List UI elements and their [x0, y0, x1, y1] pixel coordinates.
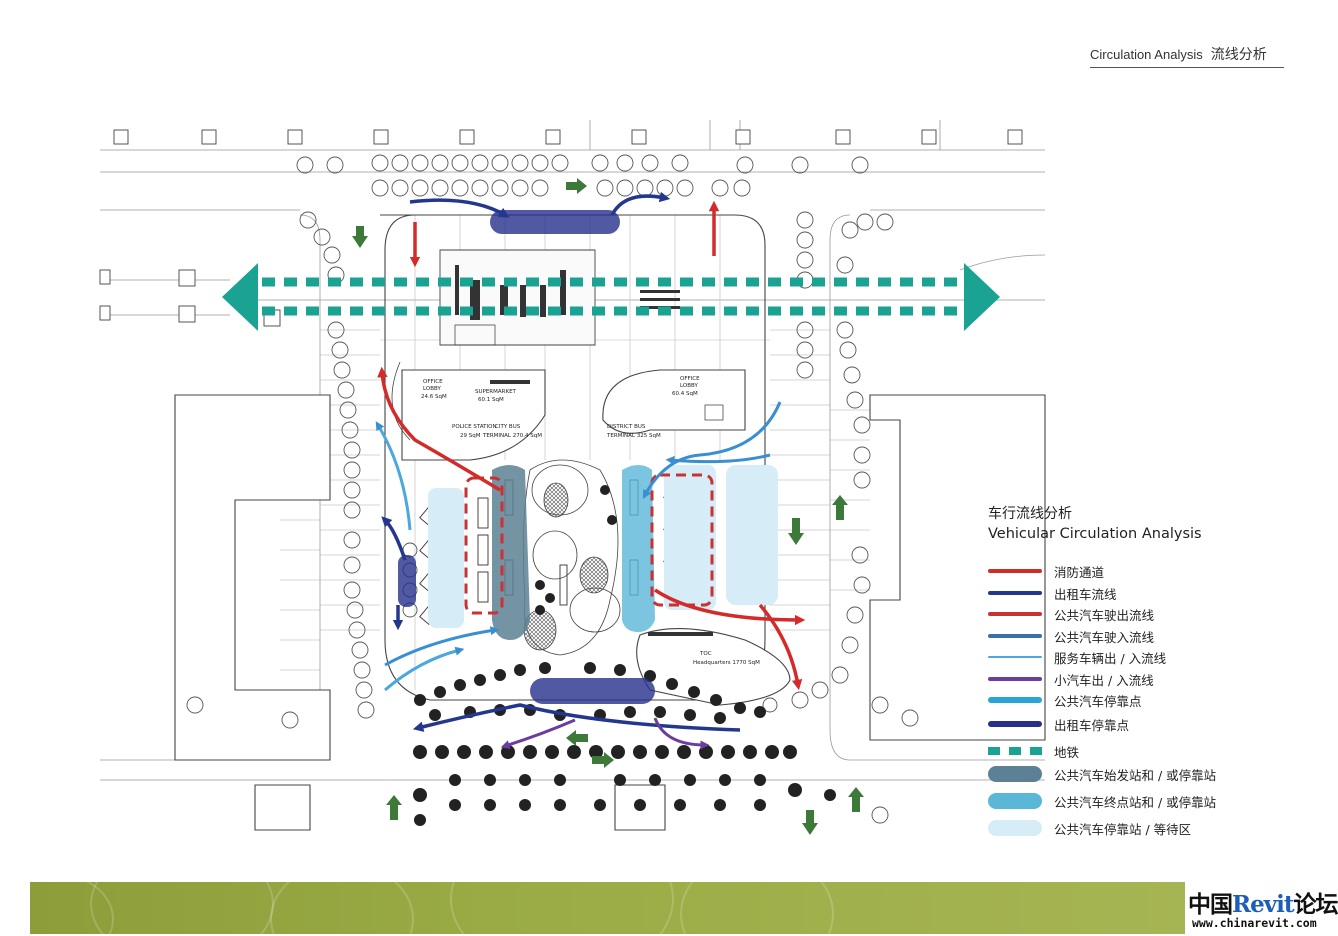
- label-area-3: 29 SqM: [460, 433, 481, 439]
- legend-label: 公共汽车始发站和 / 或停靠站: [1054, 767, 1217, 783]
- metro-line: [222, 263, 1000, 331]
- legend-item: 服务车辆出 / 入流线: [988, 647, 1166, 667]
- legend-label: 地铁: [1054, 744, 1080, 760]
- logo-zh-2: 论坛: [1293, 891, 1338, 918]
- legend-swatch-mark: [988, 820, 1042, 836]
- label-toc: TOC: [699, 651, 712, 657]
- label-police: POLICE STATION: [452, 424, 497, 430]
- legend-item: 公共汽车驶入流线: [988, 626, 1154, 646]
- logo-brand: Revit: [1232, 891, 1294, 918]
- legend-item: 公共汽车停靠点: [988, 690, 1142, 710]
- legend-label: 公共汽车驶入流线: [1054, 629, 1155, 645]
- fire-routes: [377, 200, 806, 691]
- legend-item: 公共汽车始发站和 / 或停靠站: [988, 764, 1216, 784]
- page-header: Circulation Analysis 流线分析: [1090, 44, 1284, 68]
- label-lobby-2: LOBBY: [680, 383, 698, 389]
- label-area-2: 60.1 SqM: [478, 397, 504, 403]
- legend-label: 公共汽车停靠站 / 等待区: [1054, 821, 1192, 837]
- legend-title-en: Vehicular Circulation Analysis: [988, 526, 1202, 542]
- legend-item: 消防通道: [988, 561, 1104, 581]
- legend-label: 消防通道: [1054, 564, 1105, 580]
- car-routes: [500, 717, 710, 750]
- legend-swatch: [988, 818, 1042, 838]
- red-dashed-loops: [464, 473, 714, 615]
- legend-item: 公共汽车停靠站 / 等待区: [988, 818, 1191, 838]
- service-routes: [375, 421, 465, 692]
- legend-swatch: [988, 669, 1042, 689]
- trees-outline: [186, 154, 919, 824]
- legend-swatch: [988, 714, 1042, 734]
- legend-swatch: [988, 604, 1042, 624]
- legend-swatch: [988, 583, 1042, 603]
- green-arrows: [352, 178, 864, 835]
- legend-swatch: [988, 764, 1042, 784]
- legend-label: 出租车流线: [1054, 586, 1117, 602]
- legend-item: 公共汽车终点站和 / 或停靠站: [988, 791, 1216, 811]
- legend-swatch: [988, 561, 1042, 581]
- bus-in-routes: [384, 401, 782, 667]
- legend-item: 小汽车出 / 入流线: [988, 669, 1154, 689]
- legend-label: 公共汽车终点站和 / 或停靠站: [1054, 794, 1217, 810]
- logo-url: www.chinarevit.com: [1192, 916, 1317, 930]
- label-supermarket: SUPERMARKET: [475, 389, 517, 395]
- site-plan: OFFICE LOBBY 24.6 SqM SUPERMARKET 60.1 S…: [99, 120, 1046, 835]
- legend-swatch: [988, 647, 1042, 667]
- legend-label: 小汽车出 / 入流线: [1054, 672, 1154, 688]
- label-terminal-1: TERMINAL 270.4 SqM: [482, 433, 542, 439]
- legend: 车行流线分析 Vehicular Circulation Analysis 消防…: [988, 503, 1318, 837]
- legend-label: 服务车辆出 / 入流线: [1054, 650, 1167, 666]
- header-title-en: Circulation Analysis: [1090, 47, 1203, 62]
- stop-pills: [398, 210, 655, 704]
- label-terminal-2: TERMINAL 325 SqM: [606, 433, 661, 439]
- building-labels: OFFICE LOBBY 24.6 SqM SUPERMARKET 60.1 S…: [421, 376, 760, 666]
- legend-swatch-mark: [988, 766, 1042, 782]
- lamp-posts: [99, 129, 1023, 327]
- label-office-lobby-2: OFFICE: [680, 376, 700, 382]
- legend-swatch: [988, 626, 1042, 646]
- legend-swatch-mark: [988, 634, 1042, 638]
- label-headquarters: Headquarters 1770 SqM: [693, 660, 760, 666]
- label-office-lobby-1: OFFICE: [423, 379, 443, 385]
- legend-swatch: [988, 741, 1042, 761]
- label-lobby-1: LOBBY: [423, 386, 441, 392]
- legend-item: 出租车流线: [988, 583, 1117, 603]
- legend-item: 地铁: [988, 741, 1079, 761]
- label-area-4: 60.4 SqM: [672, 391, 698, 397]
- legend-swatch-mark: [988, 677, 1042, 681]
- legend-title-zh: 车行流线分析: [988, 506, 1072, 522]
- taxi-routes: [381, 191, 741, 732]
- footer-band: [30, 882, 1185, 934]
- legend-label: 出租车停靠点: [1054, 717, 1130, 733]
- legend-swatch-mark: [988, 591, 1042, 595]
- label-district-bus: DISTRICT BUS: [607, 424, 646, 430]
- legend-swatch-mark: [988, 793, 1042, 809]
- legend-label: 公共汽车停靠点: [1054, 693, 1142, 709]
- legend-swatch-mark: [988, 721, 1042, 727]
- legend-swatch-mark: [988, 656, 1042, 658]
- legend-item: 公共汽车驶出流线: [988, 604, 1154, 624]
- legend-item: 出租车停靠点: [988, 714, 1129, 734]
- legend-swatch: [988, 791, 1042, 811]
- header-title-zh: 流线分析: [1210, 46, 1267, 62]
- buildings: [174, 214, 1046, 831]
- legend-swatch-mark: [988, 697, 1042, 703]
- legend-swatch-mark: [988, 612, 1042, 616]
- trees-dark: [413, 485, 836, 826]
- forum-logo: 中国Revit论坛 www.chinarevit.com: [1186, 884, 1338, 934]
- label-area-1: 24.6 SqM: [421, 394, 447, 400]
- legend-label: 公共汽车驶出流线: [1054, 607, 1155, 623]
- legend-swatch-mark: [988, 747, 1042, 755]
- legend-swatch-mark: [988, 569, 1042, 573]
- parking-stalls: [280, 329, 870, 701]
- legend-swatch: [988, 690, 1042, 710]
- label-city-bus: CITY BUS: [495, 424, 521, 430]
- logo-zh-1: 中国: [1188, 891, 1233, 918]
